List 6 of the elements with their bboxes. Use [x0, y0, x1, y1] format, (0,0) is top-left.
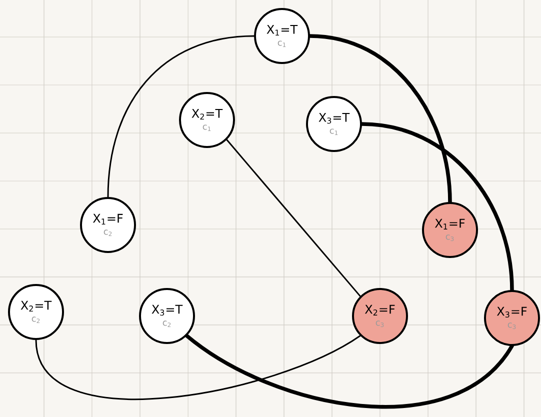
connector-line — [360, 122, 514, 292]
connector-line — [107, 35, 255, 198]
connector-line — [226, 139, 361, 297]
connector-line — [184, 334, 514, 409]
connector-line — [308, 34, 452, 204]
connector-line — [35, 335, 361, 400]
